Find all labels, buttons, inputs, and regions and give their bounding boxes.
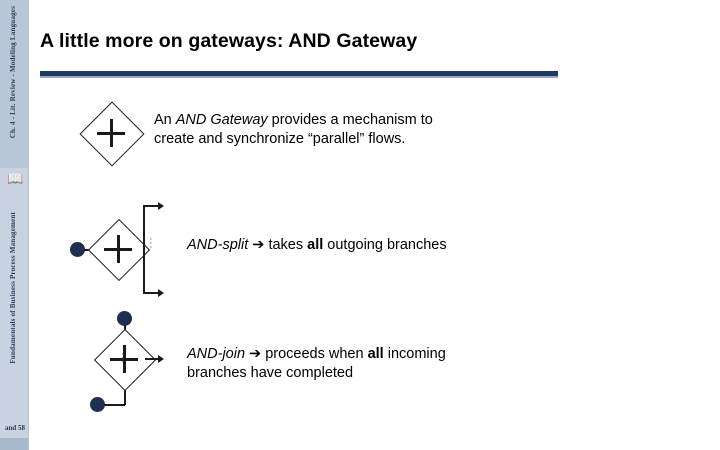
and-join-term: AND-join	[187, 346, 246, 362]
split-top-branch	[143, 205, 159, 207]
plus-vertical	[109, 119, 113, 147]
join-outgoing-arrow	[158, 354, 164, 363]
sidebar-bottom-band	[0, 438, 28, 450]
and-split-text: AND-split ➔ takes all outgoing branches	[187, 237, 447, 253]
join-bottom-lead	[104, 404, 125, 406]
slide-sidebar: Ch. 4 - Lit. Review - Modeling Languages…	[0, 0, 29, 450]
and-split-term: AND-split	[187, 237, 249, 253]
page-title: A little more on gateways: AND Gateway	[40, 30, 418, 52]
join-ellipsis-icon: ···	[121, 348, 125, 368]
split-bottom-branch	[143, 292, 159, 294]
split-ellipsis-icon: ···	[149, 233, 153, 253]
and-split-emphasis: all	[307, 237, 324, 253]
start-event-dot	[70, 242, 85, 257]
split-bottom-arrow	[158, 288, 164, 297]
book-icon: 📖	[7, 171, 24, 186]
split-riser	[143, 206, 145, 250]
intro-text-emphasis: AND Gateway	[175, 112, 268, 128]
sidebar-footer-label: and 58	[5, 424, 26, 432]
title-divider	[40, 71, 558, 78]
and-join-emphasis: all	[367, 346, 384, 362]
sidebar-top-band	[0, 0, 28, 168]
sidebar-book-label: Fundamentals of Business Process Managem…	[9, 212, 17, 364]
join-top-event-dot	[117, 311, 132, 326]
split-top-arrow	[158, 201, 164, 210]
join-bottom-event-dot	[90, 397, 105, 412]
join-outgoing-flow	[145, 358, 159, 360]
split-lower-riser	[143, 249, 145, 293]
sidebar-chapter-label: Ch. 4 - Lit. Review - Modeling Languages	[9, 6, 17, 139]
plus-vertical	[116, 235, 120, 263]
plus-vertical	[122, 345, 126, 373]
